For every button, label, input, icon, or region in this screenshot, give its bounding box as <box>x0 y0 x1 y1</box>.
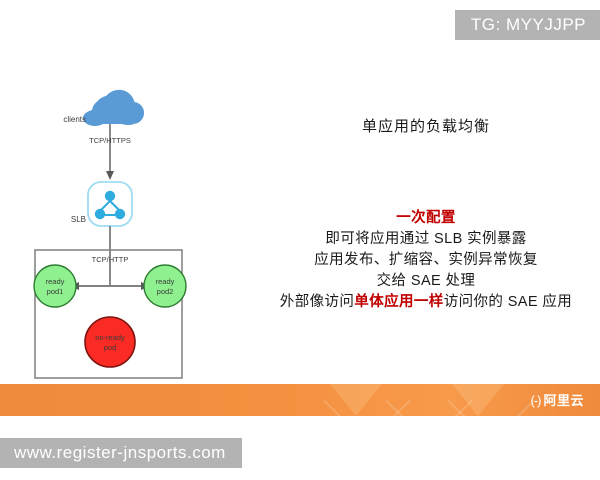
logo-mark-icon: (-) <box>530 392 541 408</box>
watermark-top-right: TG: MYYJJPP <box>454 10 600 40</box>
pod-node-no-ready-pod: no-ready pod <box>84 316 136 368</box>
copy-line-2: 即可将应用通过 SLB 实例暴露 <box>258 229 594 250</box>
pod-label-line2: pod <box>104 343 117 352</box>
logo-wordmark: 阿里云 <box>543 392 584 408</box>
copy-line-4: 交给 SAE 处理 <box>258 271 594 292</box>
copy-text-prefix: 外部像访问 <box>279 294 355 310</box>
copy-text: 交给 SAE 处理 <box>376 273 476 289</box>
banner-wedge <box>452 384 504 416</box>
page-title: 单应用的负载均衡 <box>361 118 490 135</box>
pod-label-line1: ready <box>156 277 175 286</box>
copy-accent: 单体应用一样 <box>354 294 444 310</box>
copy-line-3: 应用发布、扩缩容、实例异常恢复 <box>258 250 594 271</box>
copy-text-suffix: 访问你的 SAE 应用 <box>443 294 573 310</box>
slb-label: SLB <box>71 215 86 224</box>
banner-wedge <box>330 384 382 416</box>
pod-node-ready-pod1: ready pod1 <box>33 264 77 308</box>
architecture-diagram: clients TCP/HTTPS SLB TCP/HTTP <box>0 70 230 390</box>
cloud-icon <box>83 89 145 126</box>
load-balancer-icon <box>87 181 133 227</box>
pod-label-line2: pod2 <box>157 287 174 296</box>
edge-label-tcp-https: TCP/HTTPS <box>89 136 131 145</box>
banner-chevron <box>447 384 535 416</box>
pod-label-line1: no-ready <box>95 333 125 342</box>
watermark-bottom-left: www.register-jnsports.com <box>0 438 242 468</box>
arrowhead-to-slb <box>106 171 114 180</box>
edge-label-tcp-http: TCP/HTTP <box>92 255 129 264</box>
copy-accent: 一次配置 <box>396 210 456 226</box>
alibaba-cloud-logo: (-) 阿里云 <box>530 384 584 416</box>
copy-column: 单应用的负载均衡 一次配置 即可将应用通过 SLB 实例暴露 应用发布、扩缩容、… <box>258 118 594 313</box>
copy-text: 应用发布、扩缩容、实例异常恢复 <box>314 252 538 268</box>
copy-line-5: 外部像访问单体应用一样访问你的 SAE 应用 <box>258 292 594 313</box>
copy-text: 即可将应用通过 SLB 实例暴露 <box>325 231 527 247</box>
clients-label: clients <box>63 115 86 124</box>
footer-banner: (-) 阿里云 <box>0 384 600 416</box>
pod-label-line2: pod1 <box>47 287 64 296</box>
pod-node-ready-pod2: ready pod2 <box>143 264 187 308</box>
pod-container-box <box>34 249 183 379</box>
diagram-canvas: clients TCP/HTTPS SLB TCP/HTTP <box>33 89 187 379</box>
copy-line-1: 一次配置 <box>258 208 594 229</box>
pod-label-line1: ready <box>46 277 65 286</box>
